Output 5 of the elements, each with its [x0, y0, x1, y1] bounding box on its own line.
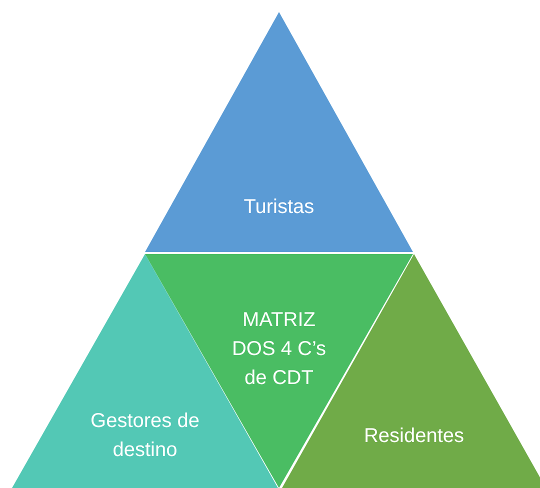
triangle-label: Residentes	[364, 425, 464, 447]
triangle-label: Turistas	[244, 196, 314, 218]
triangle-label: MATRIZ DOS 4 C’s de CDT	[232, 309, 326, 389]
triangle-label: Gestores de destino	[90, 410, 200, 461]
apex-triangle	[145, 12, 413, 252]
